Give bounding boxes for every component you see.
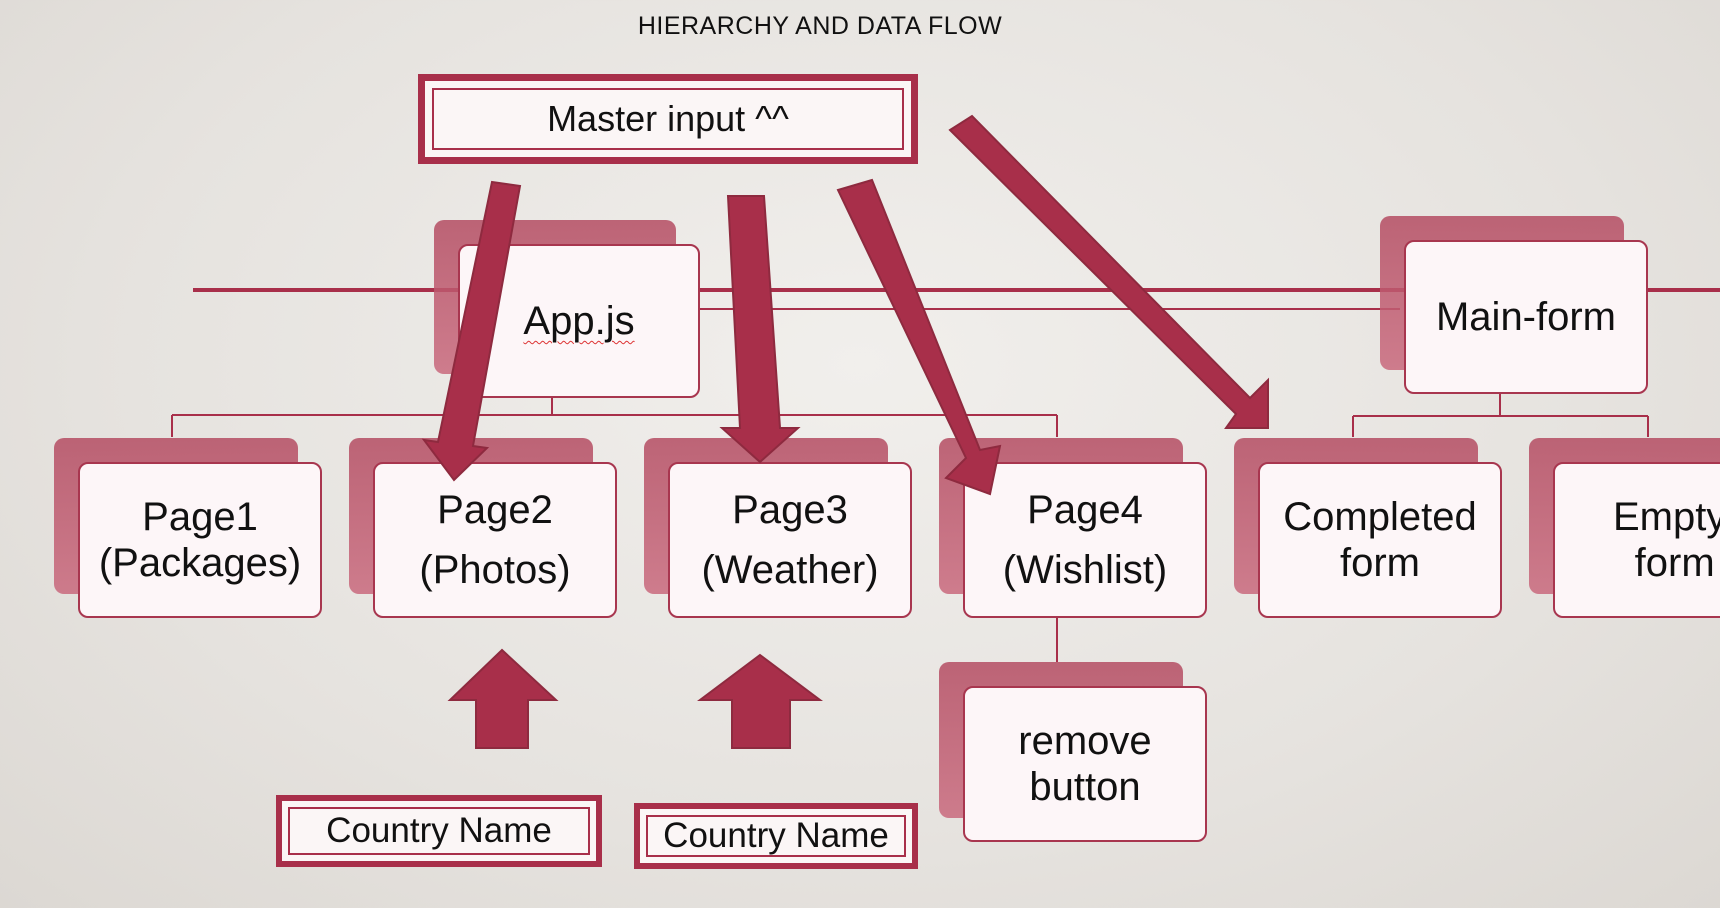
diagram-title: HIERARCHY AND DATA FLOW bbox=[637, 12, 1003, 40]
main-form-node: Main-form bbox=[1380, 216, 1648, 394]
page2-title: Page2 bbox=[437, 488, 553, 532]
master-input-label: Master input ^^ bbox=[547, 98, 789, 139]
country-name-label: Country Name bbox=[326, 811, 552, 850]
page4-title: Page4 bbox=[1027, 488, 1143, 532]
node-face: App.js bbox=[458, 244, 700, 398]
page3-title: Page3 bbox=[732, 488, 848, 532]
remove-button-line2: button bbox=[1029, 765, 1141, 809]
country-name-box: Country Name bbox=[276, 795, 602, 867]
up-arrow-page3 bbox=[697, 653, 823, 749]
arrow-to-completed-form bbox=[948, 114, 1269, 429]
page3-node: Page3 (Weather) bbox=[644, 438, 912, 618]
app-js-label: App.js bbox=[523, 299, 635, 343]
node-face: Page4 (Wishlist) bbox=[963, 462, 1207, 618]
node-face: Page1(Packages) bbox=[78, 462, 322, 618]
arrow-to-page3 bbox=[719, 195, 801, 464]
page1-title: Page1 bbox=[142, 495, 258, 539]
page3-subtitle: (Weather) bbox=[701, 548, 879, 592]
node-face: Page3 (Weather) bbox=[668, 462, 912, 618]
up-arrow-page2 bbox=[447, 648, 559, 749]
page4-subtitle: (Wishlist) bbox=[1002, 548, 1168, 592]
page1-node: Page1(Packages) bbox=[54, 438, 322, 618]
node-face: Main-form bbox=[1404, 240, 1648, 394]
page1-subtitle: (Packages) bbox=[98, 541, 302, 585]
remove-button-line1: remove bbox=[1018, 719, 1152, 763]
arrow-to-page2 bbox=[421, 180, 522, 482]
country-name-label: Country Name bbox=[663, 816, 889, 855]
node-face: Page2 (Photos) bbox=[373, 462, 617, 618]
main-form-label: Main-form bbox=[1435, 295, 1617, 339]
page2-node: Page2 (Photos) bbox=[349, 438, 617, 618]
empty-form-title: Empty bbox=[1613, 495, 1720, 539]
country-name-box: Country Name bbox=[634, 803, 918, 869]
page2-subtitle: (Photos) bbox=[419, 548, 571, 592]
completed-form-subtitle: form bbox=[1340, 541, 1420, 585]
completed-form-title: Completed bbox=[1283, 495, 1477, 539]
master-input-box: Master input ^^ bbox=[418, 74, 918, 164]
empty-form-subtitle: form bbox=[1634, 541, 1715, 585]
arrow-to-page4 bbox=[836, 178, 1002, 496]
